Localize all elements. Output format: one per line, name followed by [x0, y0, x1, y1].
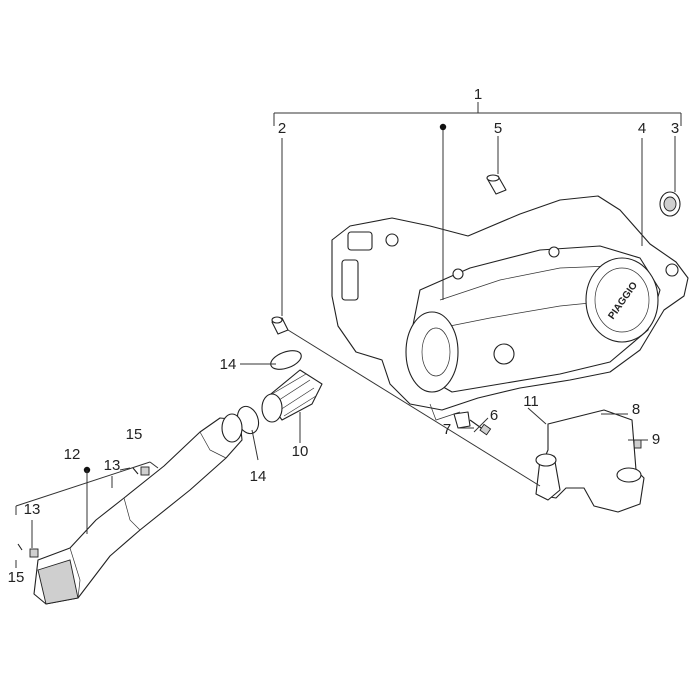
dowel-pin-2 — [271, 316, 289, 335]
callout-8: 8 — [632, 401, 640, 418]
oil-seal-3 — [659, 191, 681, 217]
callout-5: 5 — [494, 120, 502, 137]
callout-10: 10 — [292, 443, 309, 460]
callout-13-lower: 13 — [24, 501, 41, 518]
callout-3: 3 — [671, 120, 679, 137]
nut-13-upper — [140, 466, 150, 476]
callout-11: 11 — [523, 393, 539, 410]
air-duct-12 — [33, 413, 243, 605]
intake-bracket-8 — [535, 409, 645, 513]
leader-lines — [15, 130, 676, 568]
screw-15-upper — [132, 467, 139, 475]
hose-clamp-14-upper — [270, 350, 302, 370]
callout-2: 2 — [278, 120, 286, 137]
callout-13-upper: 13 — [104, 457, 121, 474]
flex-hose-10 — [261, 369, 323, 423]
clip-7 — [453, 411, 471, 429]
callout-14-upper: 14 — [220, 356, 237, 373]
assembly-bracket-1 — [273, 102, 682, 126]
callout-12: 12 — [64, 446, 81, 463]
callout-7: 7 — [443, 421, 451, 438]
callout-9: 9 — [652, 431, 660, 448]
screw-6 — [469, 419, 492, 436]
crankcase-housing: PIAGGIO — [331, 195, 689, 421]
callout-15-upper: 15 — [126, 426, 143, 443]
nut-13-lower — [29, 548, 39, 558]
callout-14-lower: 14 — [250, 468, 267, 485]
callout-4: 4 — [638, 120, 646, 137]
callout-1: 1 — [474, 86, 482, 103]
callout-15-lower: 15 — [8, 569, 25, 586]
callout-6: 6 — [490, 407, 498, 424]
callout-labels: 1 2 5 4 3 14 11 8 6 7 9 15 10 12 13 14 1… — [8, 86, 680, 586]
screw-15-lower — [17, 543, 23, 551]
dowel-pin-5 — [486, 174, 507, 195]
reference-dot — [439, 123, 447, 131]
